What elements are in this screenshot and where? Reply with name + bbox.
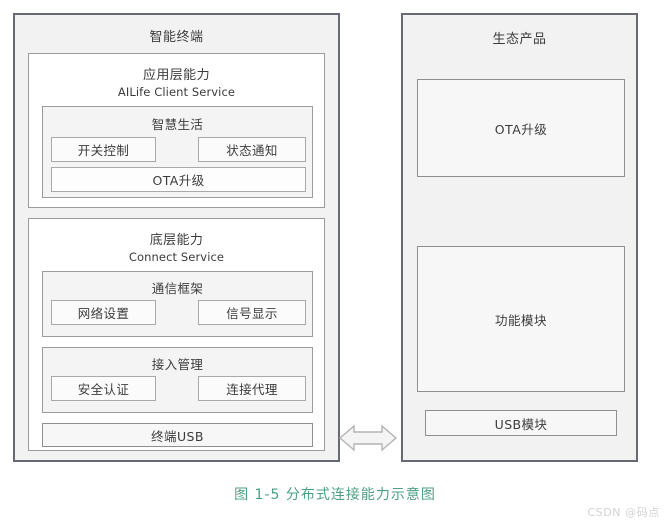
comm-framework-group: 通信框架 网络设置 信号显示 [42, 271, 313, 337]
smart-life-title: 智慧生活 [151, 117, 204, 132]
smart-terminal-panel: 智能终端 应用层能力 AILife Client Service 智慧生活 开关… [13, 13, 340, 462]
block-ota-upgrade[interactable]: OTA升级 [417, 79, 625, 177]
base-layer-heading: 底层能力 [149, 233, 204, 248]
app-layer-section: 应用层能力 AILife Client Service 智慧生活 开关控制 状态… [28, 53, 325, 208]
base-layer-subheading: Connect Service [128, 250, 225, 264]
smart-terminal-title: 智能终端 [149, 30, 204, 45]
terminal-usb-bar[interactable]: 终端USB [42, 423, 313, 447]
access-management-title: 接入管理 [151, 357, 204, 372]
chip-security-auth[interactable]: 安全认证 [51, 376, 156, 401]
app-layer-subheading: AILife Client Service [117, 85, 236, 99]
figure-caption: 图 1-5 分布式连接能力示意图 [234, 487, 436, 503]
smart-life-group: 智慧生活 开关控制 状态通知 OTA升级 [42, 106, 313, 198]
app-layer-heading: 应用层能力 [142, 68, 210, 83]
ecosystem-product-panel: 生态产品 OTA升级 功能模块 USB模块 [401, 13, 638, 462]
comm-framework-title: 通信框架 [151, 281, 204, 296]
usb-module-bar[interactable]: USB模块 [425, 410, 617, 436]
chip-status-notify[interactable]: 状态通知 [198, 137, 306, 162]
chip-ota-upgrade[interactable]: OTA升级 [51, 167, 306, 192]
csdn-watermark: CSDN @码点 [587, 506, 660, 519]
chip-connection-agent[interactable]: 连接代理 [198, 376, 306, 401]
chip-signal-display[interactable]: 信号显示 [198, 300, 306, 325]
bidirectional-arrow-icon [338, 424, 398, 452]
base-layer-section: 底层能力 Connect Service 通信框架 网络设置 信号显示 接入管理… [28, 218, 325, 451]
access-management-group: 接入管理 安全认证 连接代理 [42, 347, 313, 413]
chip-network-settings[interactable]: 网络设置 [51, 300, 156, 325]
chip-switch-control[interactable]: 开关控制 [51, 137, 156, 162]
block-function-module[interactable]: 功能模块 [417, 246, 625, 392]
ecosystem-product-title: 生态产品 [492, 32, 547, 47]
